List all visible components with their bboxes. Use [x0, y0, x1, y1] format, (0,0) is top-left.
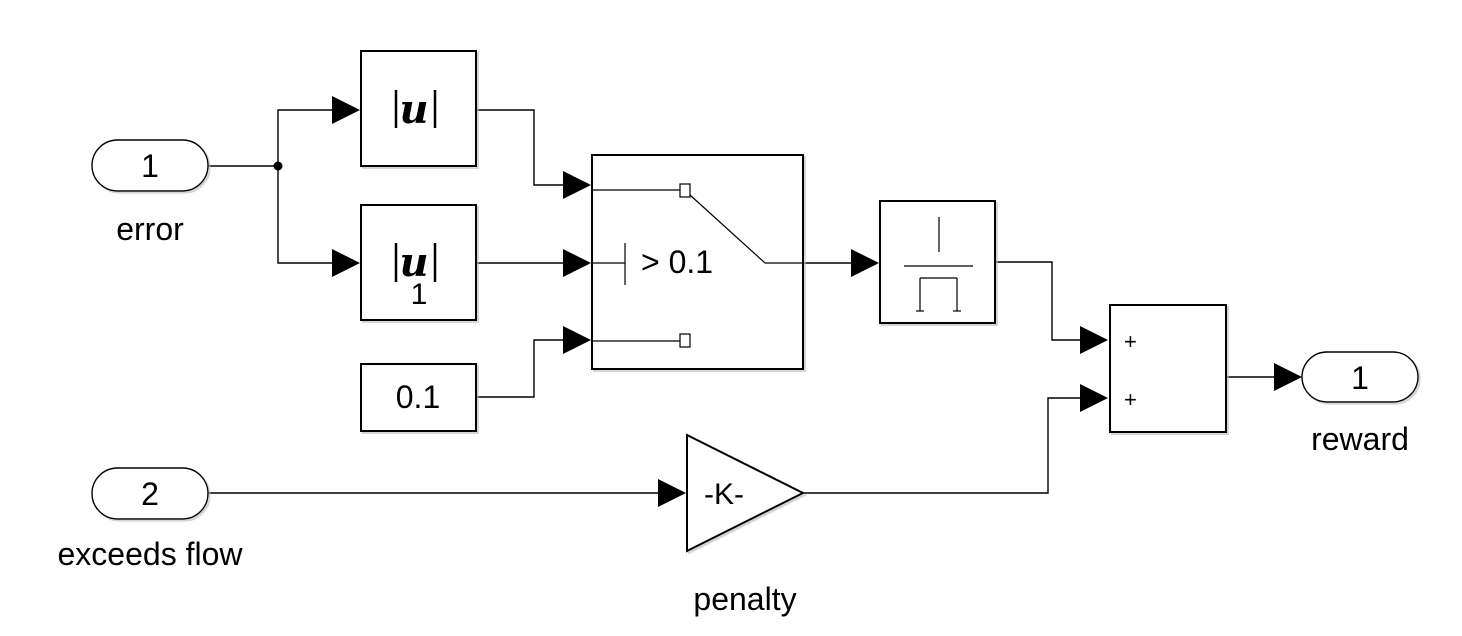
- arrow-sum-input-2: [1080, 384, 1108, 412]
- abs-bottom-subscript: 1: [411, 278, 428, 311]
- sum-block-shape[interactable]: [1109, 304, 1227, 433]
- switch-contact-3-icon: [679, 333, 691, 348]
- inport-error-number: 1: [141, 148, 159, 184]
- abs-block-top[interactable]: u: [360, 50, 477, 167]
- arrow-outport-input: [1274, 363, 1302, 391]
- abs-block-bottom-shape[interactable]: [360, 204, 477, 321]
- outport-reward-number: 1: [1351, 360, 1369, 396]
- constant-value: 0.1: [396, 379, 440, 415]
- abs-bottom-symbol: u: [399, 239, 428, 286]
- abs-top-symbol: u: [399, 86, 428, 133]
- arrow-gain-input: [658, 479, 686, 507]
- switch-block[interactable]: > 0.1: [591, 154, 804, 370]
- outport-reward-shape[interactable]: [1301, 351, 1419, 403]
- arrow-abs-bottom-input: [332, 249, 360, 277]
- quantizer-block[interactable]: [879, 200, 996, 324]
- outport-reward-label: reward: [1311, 421, 1409, 457]
- arrowheads: [332, 96, 1302, 507]
- inport-error[interactable]: 1 error: [91, 139, 209, 247]
- inport-error-label: error: [116, 211, 184, 247]
- signal-abs-top-to-switch[interactable]: [476, 109, 563, 186]
- arrow-switch-input-2: [563, 249, 591, 277]
- switch-criteria: > 0.1: [641, 244, 713, 280]
- signal-lines: [208, 109, 1274, 494]
- inport-exceeds-flow[interactable]: 2 exceeds flow: [58, 467, 244, 572]
- sum-sign-2: +: [1124, 387, 1137, 412]
- switch-contact-1-icon: [679, 183, 691, 198]
- inport-exceeds-flow-number: 2: [141, 476, 159, 512]
- sum-block[interactable]: + +: [1109, 304, 1227, 433]
- arrow-switch-input-1: [563, 171, 591, 199]
- quantizer-block-shape[interactable]: [879, 200, 996, 324]
- signal-branch-to-abs-top[interactable]: [277, 109, 332, 166]
- gain-label: penalty: [693, 581, 796, 617]
- signal-gain-to-sum[interactable]: [803, 397, 1080, 494]
- constant-block[interactable]: 0.1: [360, 363, 477, 432]
- abs-block-bottom[interactable]: u 1: [360, 204, 477, 321]
- arrow-switch-input-3: [563, 326, 591, 354]
- arrow-abs-top-input: [332, 96, 360, 124]
- inport-exceeds-flow-label: exceeds flow: [58, 536, 244, 572]
- gain-block-shape[interactable]: [686, 433, 806, 553]
- gain-block[interactable]: -K- penalty: [686, 433, 806, 617]
- inport-exceeds-flow-shape[interactable]: [91, 467, 209, 520]
- abs-block-top-shape[interactable]: [360, 50, 477, 167]
- inport-error-shape[interactable]: [91, 139, 209, 192]
- constant-block-shape[interactable]: [360, 363, 477, 432]
- gain-value: -K-: [704, 478, 744, 511]
- signal-branch-to-abs-bottom[interactable]: [277, 166, 332, 264]
- arrow-quantizer-input: [851, 249, 879, 277]
- switch-block-shape[interactable]: [591, 154, 804, 370]
- signal-quantizer-to-sum[interactable]: [995, 261, 1080, 341]
- sum-sign-1: +: [1124, 329, 1137, 354]
- arrow-sum-input-1: [1080, 326, 1108, 354]
- signal-constant-to-switch[interactable]: [476, 339, 563, 398]
- outport-reward[interactable]: 1 reward: [1301, 351, 1419, 457]
- switch-arm-icon: [689, 194, 766, 264]
